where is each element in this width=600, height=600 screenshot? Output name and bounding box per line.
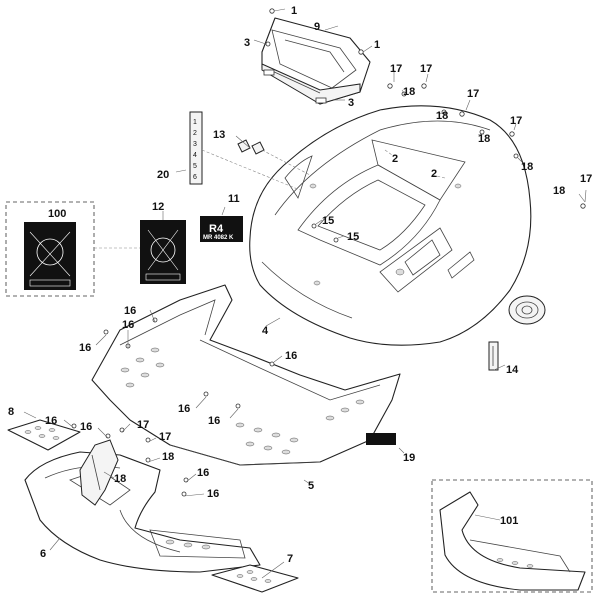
callout-5: 5	[308, 480, 314, 492]
callout-16-c: 16	[122, 319, 134, 331]
callout-1-right: 1	[374, 39, 380, 51]
decal-11-text: MR 4082 K	[203, 235, 234, 241]
callout-101: 101	[500, 515, 518, 527]
callout-17-g: 17	[159, 431, 171, 443]
part-20-marking-strip: 1 2 3 4 5 6	[189, 111, 203, 185]
callout-18-a: 18	[403, 86, 415, 98]
callout-17-b: 17	[420, 63, 432, 75]
callout-3-left: 3	[244, 37, 250, 49]
callout-17-f: 17	[137, 419, 149, 431]
callout-15-b: 15	[347, 231, 359, 243]
callout-16-h: 16	[80, 421, 92, 433]
part-100-decal	[5, 201, 95, 297]
callout-16-d: 16	[285, 350, 297, 362]
callout-13: 13	[213, 129, 225, 141]
part-11-model-decal: R4 MR 4082 K	[200, 216, 243, 242]
callout-11: 11	[228, 193, 240, 205]
callout-17-a: 17	[390, 63, 402, 75]
callout-15-a: 15	[322, 215, 334, 227]
callout-1-top: 1	[291, 5, 297, 17]
inset-101	[431, 479, 593, 593]
callouts: 1 1 9 3 3 17 17 17 17 17 18 18 18 18 18 …	[8, 5, 592, 565]
strip-mark-3: 3	[193, 141, 197, 148]
decal-11-logo: R4	[209, 223, 224, 235]
callout-16-a: 16	[124, 305, 136, 317]
callout-18-b: 18	[436, 110, 448, 122]
callout-18-f: 18	[162, 451, 174, 463]
callout-20: 20	[157, 169, 169, 181]
strip-mark-1: 1	[193, 119, 197, 126]
callout-14: 14	[506, 364, 519, 376]
callout-7: 7	[287, 553, 293, 565]
callout-2-b: 2	[431, 168, 437, 180]
callout-2-a: 2	[392, 153, 398, 165]
part-13-clips	[237, 139, 265, 155]
strip-mark-6: 6	[193, 174, 197, 181]
callout-16-f: 16	[208, 415, 220, 427]
callout-4: 4	[262, 325, 269, 337]
callout-17-c: 17	[467, 88, 479, 100]
callout-6: 6	[40, 548, 46, 560]
grille-detail	[508, 295, 546, 325]
strip-mark-5: 5	[193, 163, 197, 170]
callout-18-d: 18	[521, 161, 533, 173]
part-5-footplate	[91, 284, 401, 466]
callout-12: 12	[152, 201, 164, 213]
callout-17-d: 17	[510, 115, 522, 127]
callout-16-j: 16	[207, 488, 219, 500]
footplate-studs	[120, 347, 365, 455]
callout-18-g: 18	[114, 473, 126, 485]
callout-16-g: 16	[45, 415, 57, 427]
callout-16-i: 16	[197, 467, 209, 479]
callout-18-c: 18	[478, 133, 490, 145]
part-4-main-hood	[249, 105, 532, 346]
part-9-dash-cover	[261, 17, 371, 105]
part-14-plate	[488, 341, 499, 371]
callout-16-b: 16	[79, 342, 91, 354]
strip-mark-4: 4	[193, 152, 197, 159]
callout-9: 9	[314, 21, 320, 33]
leader-lines	[23, 8, 587, 579]
callout-19: 19	[403, 452, 415, 464]
callout-100: 100	[48, 208, 66, 220]
callout-18-e: 18	[553, 185, 565, 197]
part-6-front-cowl	[24, 451, 261, 573]
part-12-decal	[140, 220, 186, 284]
strip-mark-2: 2	[193, 130, 197, 137]
callout-16-e: 16	[178, 403, 190, 415]
callout-3-right: 3	[348, 97, 354, 109]
part-19-black-label	[366, 433, 396, 445]
callout-8: 8	[8, 406, 14, 418]
bracket-18	[79, 439, 119, 506]
callout-17-e: 17	[580, 173, 592, 185]
part-7-mat-bottom	[211, 564, 299, 593]
part-8-mat-left	[7, 419, 81, 451]
